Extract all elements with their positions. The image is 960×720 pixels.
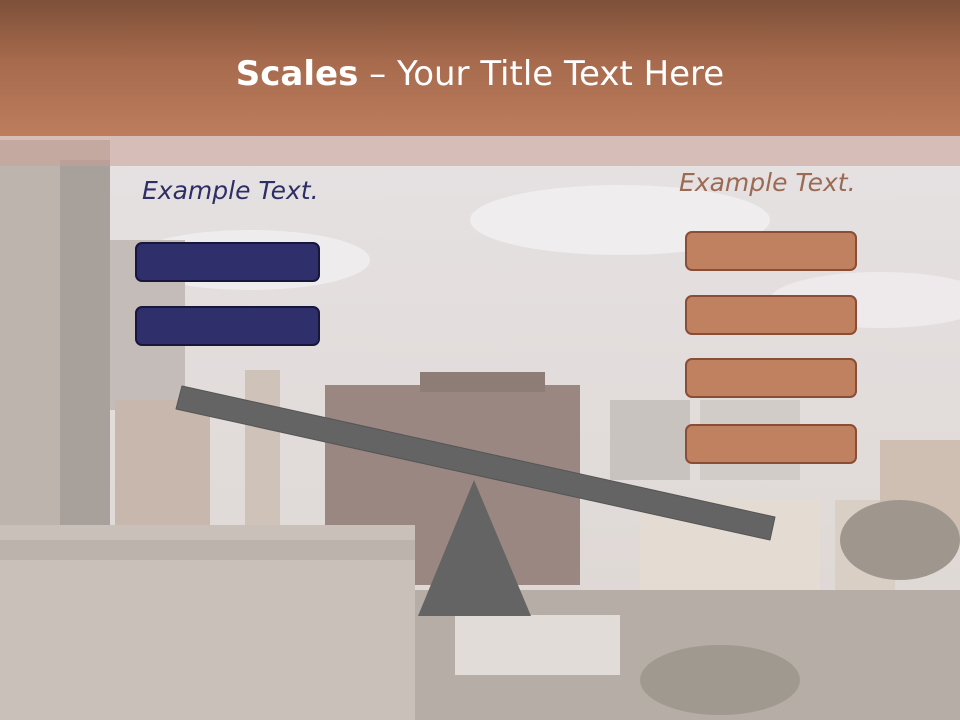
right-box-2[interactable] (685, 295, 857, 335)
title-bar (0, 0, 960, 136)
right-example-text[interactable]: Example Text. (679, 168, 856, 197)
title-bold-text: Scales (235, 54, 359, 94)
right-box-4[interactable] (685, 424, 857, 464)
left-example-text[interactable]: Example Text. (142, 176, 319, 205)
title-rest-text: – Your Title Text Here (358, 54, 725, 94)
triangle-fulcrum[interactable] (418, 480, 531, 616)
right-box-3[interactable] (685, 358, 857, 398)
left-box-1[interactable] (135, 242, 320, 282)
right-box-1[interactable] (685, 231, 857, 271)
seesaw-beam[interactable] (175, 385, 776, 541)
slide-title[interactable]: Scales – Your Title Text Here (0, 50, 960, 98)
left-box-2[interactable] (135, 306, 320, 346)
title-band (0, 136, 960, 166)
